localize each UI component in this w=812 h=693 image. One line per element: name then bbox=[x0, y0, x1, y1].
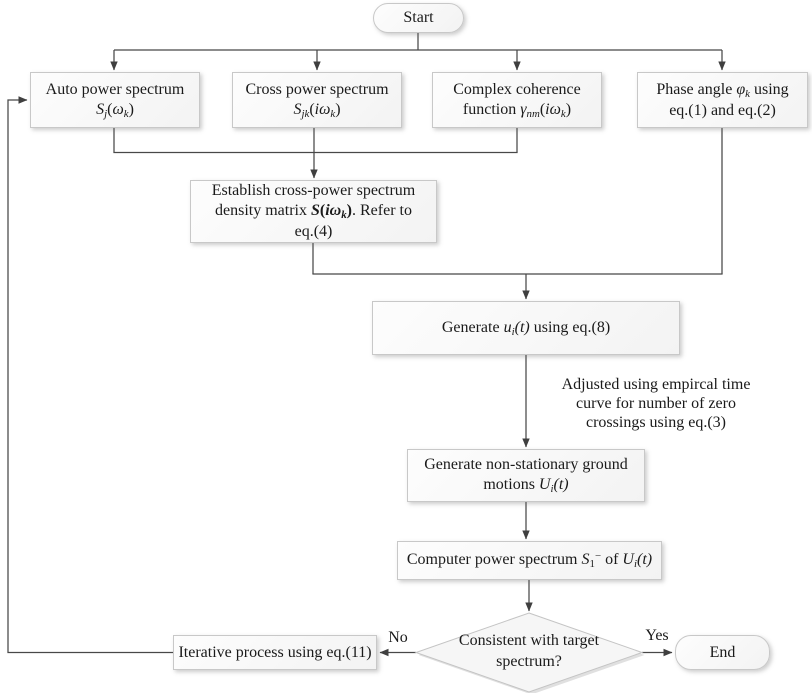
end-node: End bbox=[675, 635, 770, 670]
start-node: Start bbox=[373, 3, 464, 33]
no-branch-label: No bbox=[388, 629, 408, 646]
decision-diamond-shape bbox=[414, 612, 644, 693]
end-label: End bbox=[709, 643, 736, 661]
generate-u-node: Generate ui(t) using eq.(8) bbox=[372, 301, 680, 355]
edge-feedback-loop bbox=[7, 96, 173, 654]
iterative-process-node: Iterative process using eq.(11) bbox=[173, 635, 377, 670]
yes-branch-label: Yes bbox=[645, 627, 669, 644]
start-label: Start bbox=[403, 9, 434, 26]
compute-power-spectrum-node: Computer power spectrum S1− of Ui(t) bbox=[397, 541, 662, 580]
